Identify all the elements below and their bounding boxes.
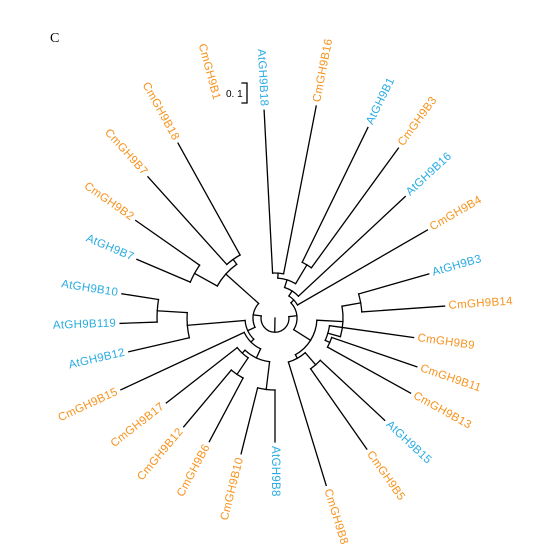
leaf-branch <box>208 377 244 443</box>
internal-branch <box>288 314 298 318</box>
leaf-branch <box>134 219 201 267</box>
leaf-branch <box>282 105 317 275</box>
leaf-label: CmGH9B7 <box>102 127 150 178</box>
leaf-branch <box>357 273 430 295</box>
leaf-label: CmGH9B12 <box>135 426 186 483</box>
leaf-label: CmGH9B15 <box>56 386 119 424</box>
leaf-branch <box>301 126 369 264</box>
leaf-branch <box>119 321 158 325</box>
leaf-label: CmGH9B3 <box>396 95 440 149</box>
internal-branch <box>186 319 246 327</box>
leaf-branch <box>310 147 400 269</box>
internal-branch <box>292 328 312 342</box>
leaf-branch <box>120 331 246 391</box>
internal-branch <box>294 264 308 285</box>
leaf-label: CmGH9B6 <box>175 442 213 499</box>
leaf-branch <box>326 346 412 394</box>
internal-branch <box>265 360 271 391</box>
internal-branch <box>236 356 250 376</box>
internal-branch <box>316 319 344 323</box>
internal-branch <box>341 302 362 307</box>
leaf-label: AtGH9B1 <box>364 76 397 127</box>
leaf-label: CmGH9B18 <box>140 80 182 142</box>
leaf-label: AtGH9B10 <box>60 278 119 299</box>
scale-bar: 0. 1 <box>226 82 248 104</box>
internal-branch <box>224 273 260 305</box>
leaf-label: AtGH9B18 <box>255 49 270 107</box>
internal-branch <box>327 332 342 338</box>
internal-branch <box>283 279 288 289</box>
tree-branches <box>119 105 446 487</box>
leaf-branch <box>287 361 328 487</box>
leaf-branch <box>319 359 386 422</box>
leaf-label: AtGH9B8 <box>269 446 281 497</box>
leaf-branch <box>328 324 415 339</box>
leaf-label: CmGH9B16 <box>311 38 335 104</box>
leaf-label: CmGH9B2 <box>82 180 136 223</box>
leaf-label: AtGH9B7 <box>84 233 135 264</box>
leaf-label: AtGH9B3 <box>431 253 483 279</box>
leaf-branch <box>165 346 239 404</box>
internal-branch <box>255 347 262 359</box>
internal-branch <box>250 338 255 343</box>
leaf-branch <box>128 337 191 353</box>
leaf-label: AtGH9B15 <box>383 419 433 467</box>
leaf-branch <box>309 367 368 451</box>
leaf-branch <box>177 142 241 256</box>
leaf-branch <box>121 293 160 301</box>
internal-branch <box>288 290 293 297</box>
leaf-label: CmGH9B1 <box>196 42 223 101</box>
leaf-label: CmGH9B8 <box>322 487 350 546</box>
leaf-label: CmGH9B11 <box>419 362 483 394</box>
leaf-label: AtGH9B16 <box>404 150 454 198</box>
leaf-branch <box>361 305 446 313</box>
panel-letter: C <box>50 31 59 46</box>
leaf-branch <box>263 109 274 274</box>
leaf-branch <box>136 258 192 283</box>
internal-branch <box>246 326 256 332</box>
scale-bar-line <box>241 82 248 104</box>
internal-branch <box>241 349 246 355</box>
internal-branch <box>324 339 331 344</box>
internal-branch <box>232 258 238 266</box>
leaf-label: CmGH9B9 <box>417 332 476 352</box>
leaf-label: CmGH9B13 <box>411 390 473 432</box>
leaf-label: CmGH9B14 <box>448 295 513 311</box>
internal-branch <box>252 314 262 317</box>
internal-branch <box>294 353 299 360</box>
leaf-label: CmGH9B10 <box>219 456 246 521</box>
internal-branch <box>193 272 219 287</box>
internal-branch <box>289 299 295 304</box>
leaf-branch <box>240 387 259 455</box>
leaf-branch <box>330 336 418 368</box>
leaf-label: CmGH9B4 <box>428 194 484 233</box>
scale-bar-label: 0. 1 <box>226 89 243 100</box>
leaf-branch <box>297 195 407 298</box>
leaf-label: CmGH9B17 <box>109 401 167 450</box>
leaf-label: AtGH9B119 <box>53 318 117 332</box>
internal-branch <box>156 310 188 314</box>
leaf-branch <box>146 175 228 266</box>
internal-branch <box>304 351 317 366</box>
leaf-branch <box>296 229 429 306</box>
leaf-label: AtGH9B12 <box>68 347 127 372</box>
leaf-branch <box>182 369 233 428</box>
leaf-label: CmGH9B5 <box>364 449 407 503</box>
